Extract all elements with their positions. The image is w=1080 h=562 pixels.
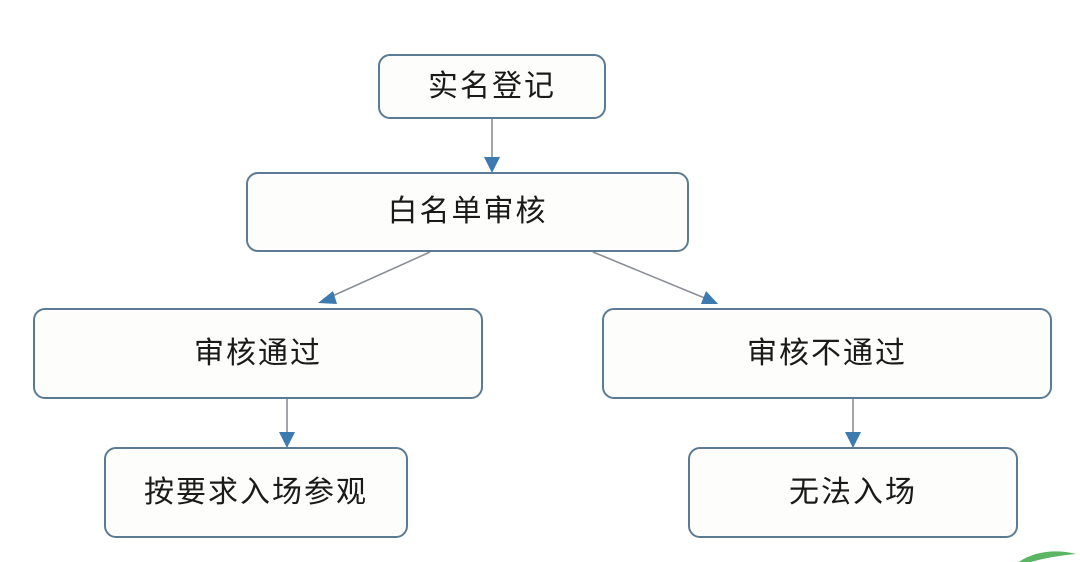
node-label: 实名登记: [428, 69, 556, 103]
edge-whitelist-to-rejected: [592, 251, 718, 304]
node-whitelist-review[interactable]: 白名单审核: [246, 172, 689, 252]
node-enter-venue-as-required[interactable]: 按要求入场参观: [104, 447, 408, 538]
node-review-approved[interactable]: 审核通过: [33, 308, 483, 399]
node-review-rejected[interactable]: 审核不通过: [602, 308, 1052, 399]
node-label: 按要求入场参观: [144, 475, 368, 509]
node-realname-registration[interactable]: 实名登记: [378, 54, 606, 119]
edge-approved-to-enter-visit: [279, 399, 295, 448]
edge-rejected-to-no-entry: [845, 399, 861, 448]
node-no-entry[interactable]: 无法入场: [688, 447, 1018, 538]
node-label: 审核通过: [194, 336, 322, 370]
edge-whitelist-to-approved: [318, 251, 431, 304]
green-swoosh-watermark: [1012, 540, 1080, 562]
node-label: 白名单审核: [387, 195, 548, 228]
node-label: 审核不通过: [747, 336, 907, 370]
edge-realname-to-whitelist: [484, 119, 500, 173]
node-label: 无法入场: [789, 475, 917, 509]
